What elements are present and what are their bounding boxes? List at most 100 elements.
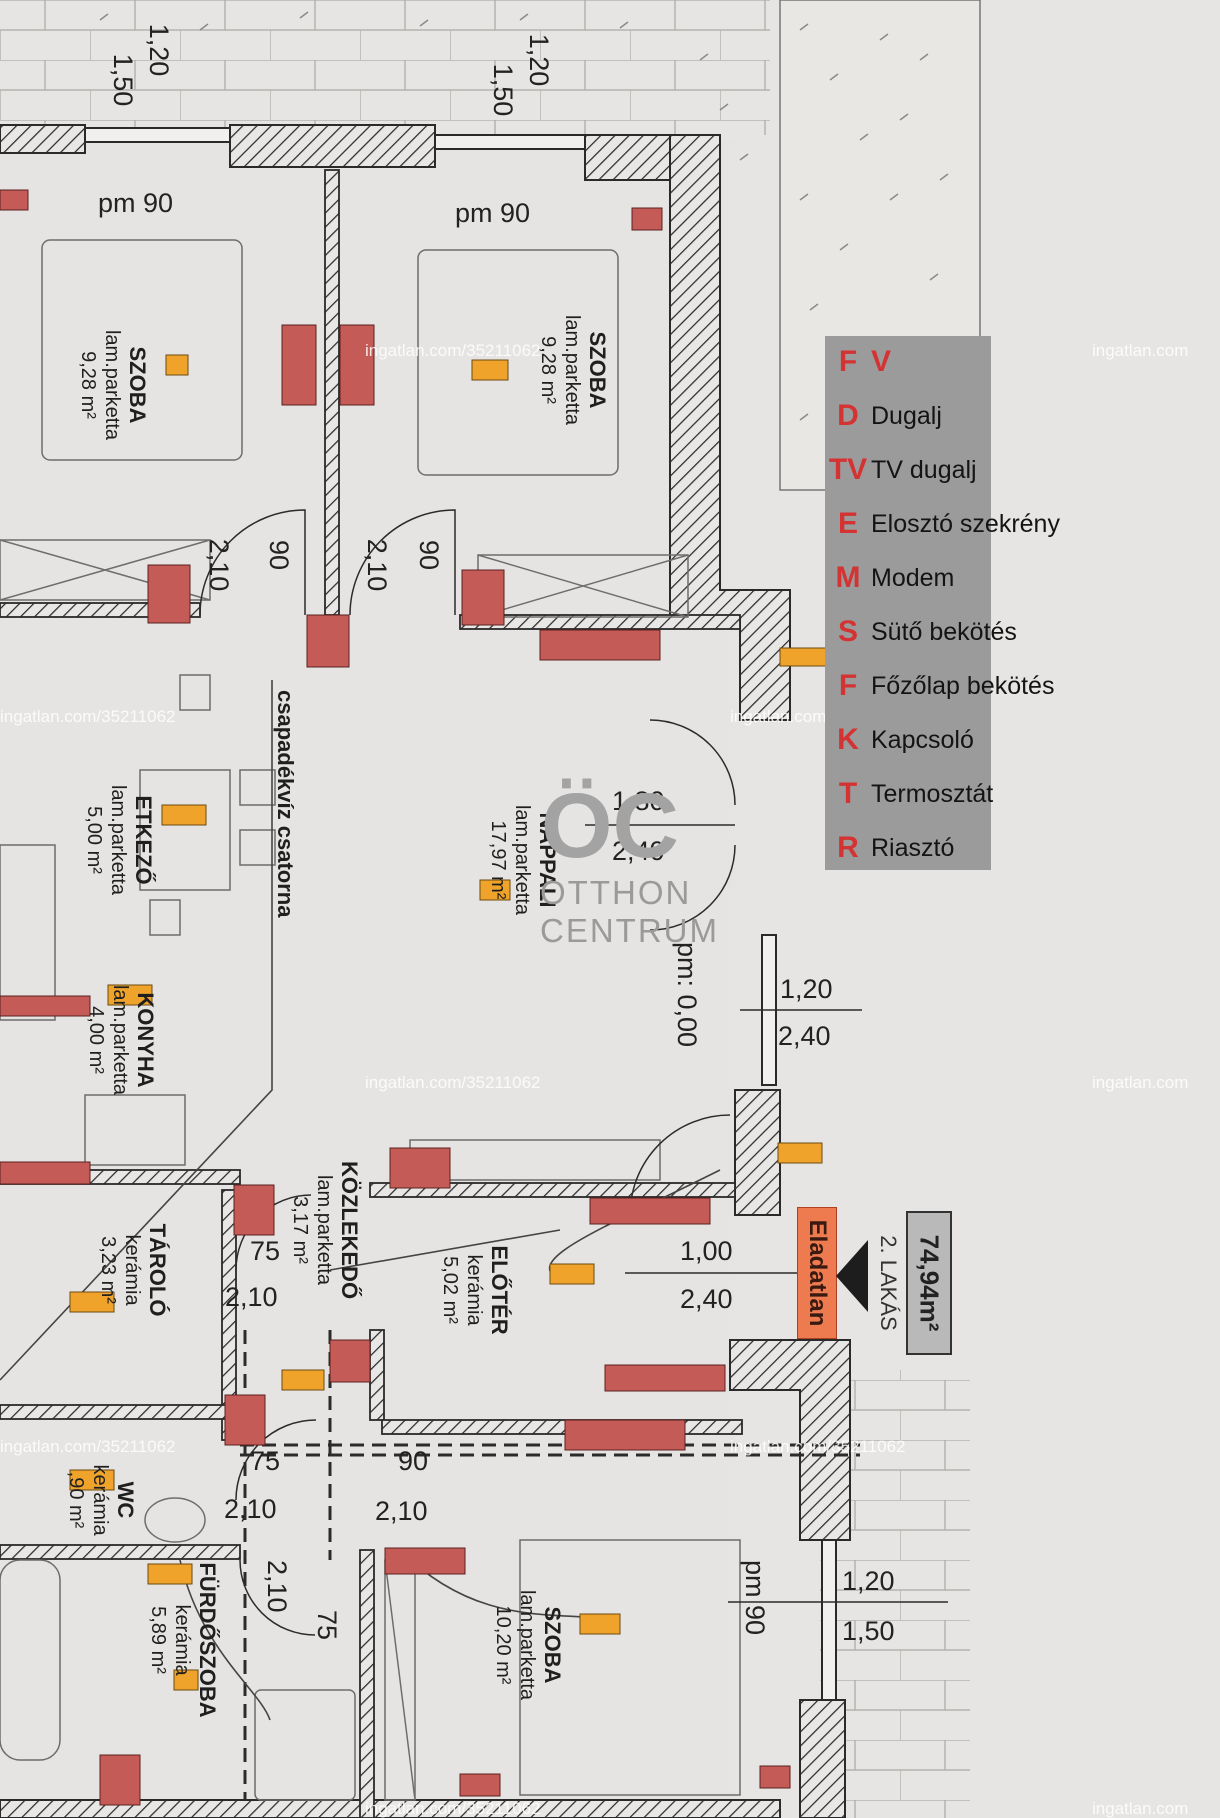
svg-text:1,00: 1,00 bbox=[680, 1236, 733, 1266]
svg-text:pm: 0,00: pm: 0,00 bbox=[672, 942, 702, 1047]
svg-text:2,10: 2,10 bbox=[262, 1560, 292, 1613]
dim-door-a: 2,10 90 bbox=[204, 539, 294, 592]
legend-row-modem: M Modem bbox=[825, 552, 955, 604]
svg-text:2,40: 2,40 bbox=[680, 1284, 733, 1314]
symbol-d-bottom bbox=[759, 1765, 791, 1789]
brand-watermark: ÖC OTTHON CENTRUM bbox=[540, 775, 719, 950]
room-area: 17,97 m² bbox=[487, 821, 509, 900]
symbol-tvdd-left bbox=[281, 324, 317, 406]
room-label-szoba-1: SZOBA lam.parketta 9,28 m² bbox=[77, 330, 150, 441]
room-area: 4,00 m² bbox=[85, 1006, 107, 1074]
dim-door-storage: 75 2,10 bbox=[225, 1236, 280, 1312]
room-name: KÖZLEKEDŐ bbox=[337, 1161, 362, 1299]
svg-text:75: 75 bbox=[250, 1236, 280, 1266]
room-label-eloter: ELŐTÉR kerámia 5,02 m² bbox=[439, 1245, 512, 1334]
svg-text:ingatlan.com/35211062: ingatlan.com/35211062 bbox=[365, 1799, 541, 1818]
dim-window-bottom: 1,20 1,50 bbox=[728, 1566, 948, 1646]
room-label-konyha: KONYHA lam.parketta 4,00 m² bbox=[85, 985, 158, 1096]
room-name: KONYHA bbox=[133, 992, 158, 1087]
room-floor: lam.parketta bbox=[107, 785, 129, 896]
symbol-bath-bottom bbox=[99, 1754, 141, 1806]
legend-code: E bbox=[837, 507, 858, 540]
svg-text:ingatlan.com/35211062: ingatlan.com/35211062 bbox=[365, 1073, 541, 1092]
legend-box: F V D Dugalj TV TV dugalj E Elosztó szek… bbox=[825, 336, 1060, 870]
symbol-bath-2 bbox=[384, 1547, 466, 1575]
room-area: ,90 m² bbox=[65, 1472, 87, 1529]
dim-entrance-door: 1,00 2,40 bbox=[625, 1236, 800, 1314]
svg-text:2,10: 2,10 bbox=[204, 539, 234, 592]
room-floor: kerámia bbox=[89, 1464, 111, 1536]
symbol-dk-left bbox=[147, 564, 191, 624]
svg-text:1,50: 1,50 bbox=[488, 64, 518, 117]
symbol-row-foyer bbox=[604, 1364, 726, 1392]
symbol-dk-right bbox=[461, 569, 505, 626]
room-name: ETKEZŐ bbox=[131, 795, 156, 884]
legend-code: M bbox=[835, 561, 861, 594]
legend-label: Sütő bekötés bbox=[871, 617, 1017, 646]
room-label-nappali: NAPPALI lam.parketta 17,97 m² bbox=[487, 805, 560, 916]
legend-code: K bbox=[837, 723, 859, 756]
svg-text:75: 75 bbox=[250, 1446, 280, 1476]
legend-row-eloszto: E Elosztó szekrény bbox=[825, 498, 1060, 550]
symbol-d-top-right bbox=[631, 207, 663, 231]
room-name: NAPPALI bbox=[535, 813, 560, 908]
room-area: 3,23 m² bbox=[97, 1236, 119, 1304]
legend-label: Kapcsoló bbox=[871, 725, 974, 754]
room-name: FÜRDŐSZOBA bbox=[195, 1562, 220, 1717]
dim-pm-top-mid: pm 90 bbox=[455, 198, 530, 228]
room-floor: lam.parketta bbox=[313, 1175, 335, 1286]
room-area: 5,00 m² bbox=[83, 806, 105, 874]
room-name: SZOBA bbox=[585, 332, 610, 409]
svg-text:1,20: 1,20 bbox=[524, 34, 554, 87]
svg-text:75: 75 bbox=[312, 1610, 342, 1640]
symbol-left-store bbox=[0, 1161, 91, 1185]
dim-door-bath: 90 2,10 bbox=[375, 1446, 428, 1526]
brand-line-1: OTTHON bbox=[540, 874, 692, 911]
legend-code: F bbox=[838, 669, 858, 702]
room-name: ELŐTÉR bbox=[487, 1245, 512, 1334]
legend-row-suto: S Sütő bekötés bbox=[825, 606, 1017, 658]
legend-code: D bbox=[837, 399, 859, 432]
svg-text:2,10: 2,10 bbox=[362, 539, 392, 592]
gutter-annotation: csapadékvíz csatorna bbox=[273, 690, 298, 918]
legend-label: V bbox=[871, 345, 892, 378]
legend-row-riaszto: R Riasztó bbox=[825, 822, 954, 874]
svg-text:1,50: 1,50 bbox=[842, 1616, 895, 1646]
legend-code: T bbox=[838, 777, 858, 810]
svg-text:90: 90 bbox=[264, 540, 294, 570]
watermarks: ingatlan.com/35211062 ingatlan.com/35211… bbox=[0, 341, 1188, 1818]
dim-pm-floor: pm: 0,00 bbox=[672, 942, 702, 1047]
unit-status: Eladatlan bbox=[804, 1219, 831, 1327]
symbol-left-kitchen bbox=[0, 995, 91, 1017]
dim-door-wc: 75 2,10 bbox=[224, 1446, 280, 1524]
room-floor: lam.parketta bbox=[561, 315, 583, 426]
svg-text:1,20: 1,20 bbox=[780, 974, 833, 1004]
legend-row-tv: TV TV dugalj bbox=[825, 444, 977, 496]
room-label-etkezo: ETKEZŐ lam.parketta 5,00 m² bbox=[83, 785, 156, 896]
symbol-kk-hall bbox=[233, 1184, 275, 1236]
legend-row-fozolap: F Főzőlap bekötés bbox=[825, 660, 1055, 712]
entrance-arrow-icon bbox=[836, 1240, 868, 1312]
room-name: SZOBA bbox=[125, 347, 150, 424]
unit-status-badge: Eladatlan bbox=[797, 1207, 837, 1339]
symbol-row-living bbox=[539, 629, 661, 661]
svg-text:ingatlan.com/35211062: ingatlan.com/35211062 bbox=[0, 1437, 176, 1456]
legend-code: F bbox=[838, 345, 858, 378]
room-area: 9,28 m² bbox=[77, 351, 99, 419]
room-floor: lam.parketta bbox=[511, 805, 533, 916]
svg-text:pm 90: pm 90 bbox=[740, 1560, 770, 1635]
brand-logo: ÖC bbox=[541, 775, 679, 877]
legend-label: Elosztó szekrény bbox=[871, 509, 1060, 538]
svg-text:2,10: 2,10 bbox=[375, 1496, 428, 1526]
unit-number: 2. LAKÁS bbox=[876, 1235, 901, 1331]
legend-code: S bbox=[837, 615, 858, 648]
room-floor: kerámia bbox=[171, 1604, 193, 1676]
room-label-szoba-2: SZOBA lam.parketta 9,28 m² bbox=[537, 315, 610, 426]
symbol-dk-hall bbox=[389, 1147, 451, 1189]
room-label-tarolo: TÁROLÓ kerámia 3,23 m² bbox=[97, 1224, 170, 1317]
legend-code: R bbox=[837, 831, 859, 864]
symbol-d-bottom-mid bbox=[459, 1773, 501, 1797]
brand-line-2: CENTRUM bbox=[540, 912, 719, 949]
room-area: 10,20 m² bbox=[492, 1606, 514, 1685]
